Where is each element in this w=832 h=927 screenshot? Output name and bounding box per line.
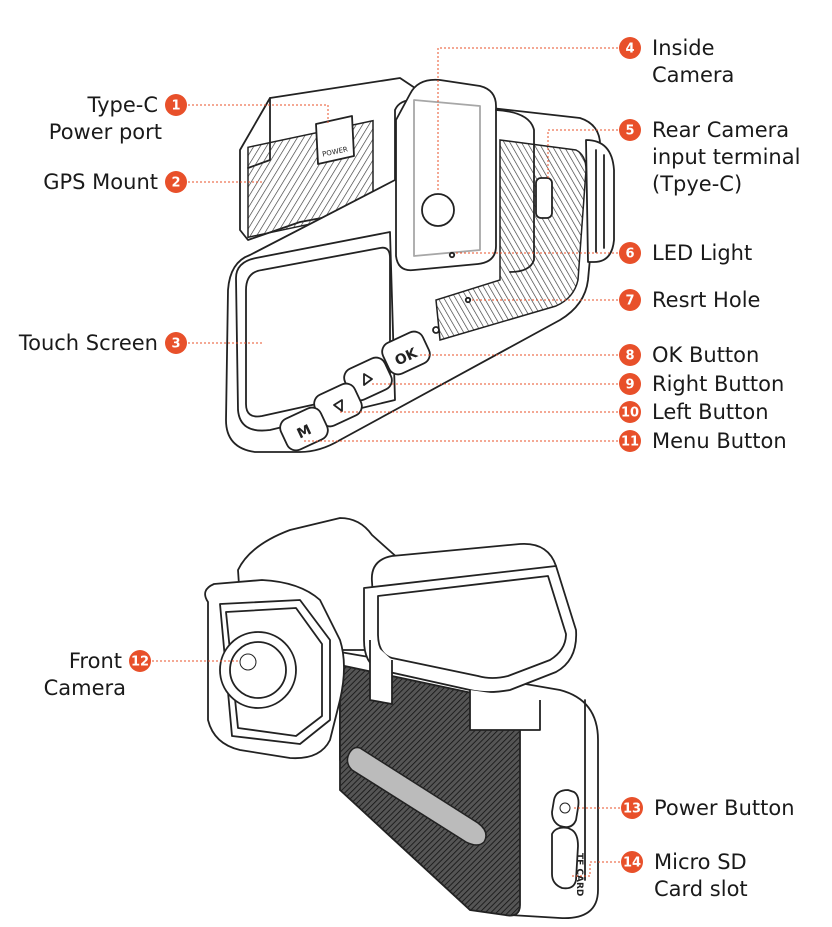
rear-camera-dial xyxy=(585,139,615,263)
callout-label: Camera xyxy=(44,676,126,700)
callout-label: Front xyxy=(69,649,122,673)
callout-marker xyxy=(619,289,641,311)
callout-13: 13 Power Button xyxy=(572,796,795,820)
power-icon xyxy=(559,802,571,814)
callout-1: 1 Type-C Power port xyxy=(49,93,329,144)
callout-label: Left Button xyxy=(652,400,769,424)
inside-camera-lens xyxy=(421,193,455,227)
callout-number: 2 xyxy=(171,176,180,191)
power-button[interactable] xyxy=(551,789,580,829)
callout-number: 3 xyxy=(171,337,180,352)
callout-number: 11 xyxy=(621,435,639,450)
callout-number: 6 xyxy=(625,247,634,262)
callout-marker xyxy=(619,37,641,59)
callout-label: Right Button xyxy=(652,372,784,396)
callout-leader-line xyxy=(570,861,620,877)
type-c-power-port: POWER xyxy=(315,115,355,165)
callout-label: Power port xyxy=(49,120,162,144)
callout-number: 14 xyxy=(623,856,641,871)
callout-number: 8 xyxy=(625,349,634,364)
front-camera xyxy=(204,579,345,760)
callout-marker xyxy=(619,344,641,366)
callout-number: 4 xyxy=(625,42,634,57)
led-light xyxy=(448,251,456,259)
callout-label: OK Button xyxy=(652,343,759,367)
callout-label: (Tpye-C) xyxy=(652,172,742,196)
rear-camera-port xyxy=(535,177,553,219)
callout-label: GPS Mount xyxy=(43,170,158,194)
callout-leader-line xyxy=(547,129,618,178)
button-ok[interactable]: OK xyxy=(379,328,433,377)
callout-marker xyxy=(619,119,641,141)
callout-label: Camera xyxy=(652,63,734,87)
callout-layer: 1 Type-C Power port 2 GPS Mount 3 Touch Screen… xyxy=(18,36,801,901)
callout-label: LED Light xyxy=(652,241,752,265)
sd-slot-marking: TF CARD xyxy=(574,853,584,896)
callout-number: 13 xyxy=(623,802,641,817)
callout-marker xyxy=(165,332,187,354)
callout-14: 14 Micro SD Card slot xyxy=(570,850,748,901)
callout-10: 10 Left Button xyxy=(340,400,769,424)
callout-label: Resrt Hole xyxy=(652,288,760,312)
inside-camera-module xyxy=(395,78,535,273)
left-arrow-icon xyxy=(333,399,343,412)
callout-marker xyxy=(165,171,187,193)
micro-sd-slot: TF CARD xyxy=(551,826,584,896)
callout-label: Card slot xyxy=(654,877,748,901)
callout-11: 11 Menu Button xyxy=(304,429,787,453)
callout-marker xyxy=(621,797,643,819)
callout-3: 3 Touch Screen xyxy=(18,331,262,355)
rear-view-dashcam: POWER OK xyxy=(225,77,615,453)
callout-marker xyxy=(619,242,641,264)
callout-number: 5 xyxy=(625,124,634,139)
callout-label: Inside xyxy=(652,36,715,60)
callout-marker xyxy=(129,650,151,672)
vent-slot xyxy=(346,746,487,846)
top-mount-block xyxy=(363,543,578,731)
callout-label: input terminal xyxy=(652,145,800,169)
front-view-dashcam: TF CARD xyxy=(204,517,599,919)
callout-label: Micro SD xyxy=(654,850,747,874)
callout-label: Rear Camera xyxy=(652,118,789,142)
callout-marker xyxy=(165,94,187,116)
callout-7: 7 Resrt Hole xyxy=(470,288,760,312)
callout-marker xyxy=(621,851,643,873)
callout-2: 2 GPS Mount xyxy=(43,170,262,194)
callout-5: 5 Rear Camera input terminal (Tpye-C) xyxy=(547,118,800,196)
callout-label: Type-C xyxy=(87,93,158,117)
callout-number: 12 xyxy=(131,655,149,670)
callout-9: 9 Right Button xyxy=(372,372,784,396)
callout-leader-line xyxy=(437,47,618,192)
callout-8: 8 OK Button xyxy=(420,343,759,367)
right-arrow-icon xyxy=(363,373,373,386)
callout-number: 10 xyxy=(621,406,639,421)
callout-number: 1 xyxy=(171,99,180,114)
reset-hole xyxy=(464,296,472,304)
menu-key-label: M xyxy=(295,422,314,442)
callout-label: Touch Screen xyxy=(18,331,158,355)
callout-label: Power Button xyxy=(654,796,795,820)
callout-number: 9 xyxy=(625,378,634,393)
callout-number: 7 xyxy=(625,294,634,309)
callout-marker xyxy=(619,373,641,395)
callout-marker xyxy=(619,430,641,452)
callout-label: Menu Button xyxy=(652,429,787,453)
callout-6: 6 LED Light xyxy=(454,241,752,265)
callout-marker xyxy=(619,401,641,423)
button-menu[interactable]: M xyxy=(277,404,331,453)
callout-leader-line xyxy=(188,104,329,124)
